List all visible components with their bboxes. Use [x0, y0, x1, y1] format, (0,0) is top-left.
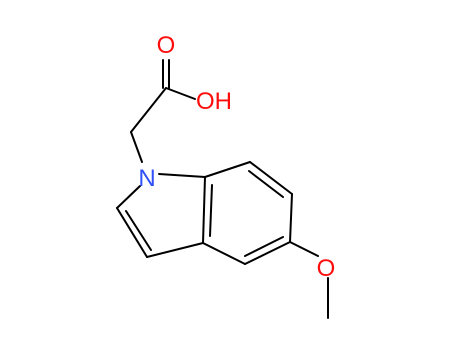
c5-methoxy-oxygen-bond — [289, 241, 319, 257]
c7a-c7-bond — [204, 161, 251, 178]
c3a-c7a-bond — [202, 176, 206, 244]
nitrogen-c2-bond — [116, 185, 141, 209]
c7-c6-inner-bond — [248, 170, 284, 198]
c7-c6-bond — [249, 161, 293, 195]
c2-c3-inner-bond — [125, 210, 152, 251]
ch2-nitrogen-bond — [130, 131, 143, 163]
hydroxyl-label: OH — [196, 88, 232, 115]
c6-c5-bond — [289, 193, 293, 243]
carbonyl-carbon-ch2-bond — [130, 87, 167, 133]
indole-nitrogen-label: N — [138, 165, 155, 192]
c7a-c3a-inner-bond — [209, 184, 213, 237]
c5-c4-inner-bond — [244, 236, 284, 257]
methoxy-oxygen-label: O — [317, 255, 336, 282]
c2-c3-bond — [116, 207, 148, 258]
nitrogen-c7a-bond — [158, 173, 206, 178]
c5-c4-bond — [244, 241, 291, 265]
carbonyl-carbon-hydroxyl-bond — [165, 87, 196, 100]
c3-c3a-bond — [146, 242, 204, 258]
carbonyl-oxygen-label: O — [157, 32, 176, 59]
c4-c3a-bond — [202, 242, 246, 265]
